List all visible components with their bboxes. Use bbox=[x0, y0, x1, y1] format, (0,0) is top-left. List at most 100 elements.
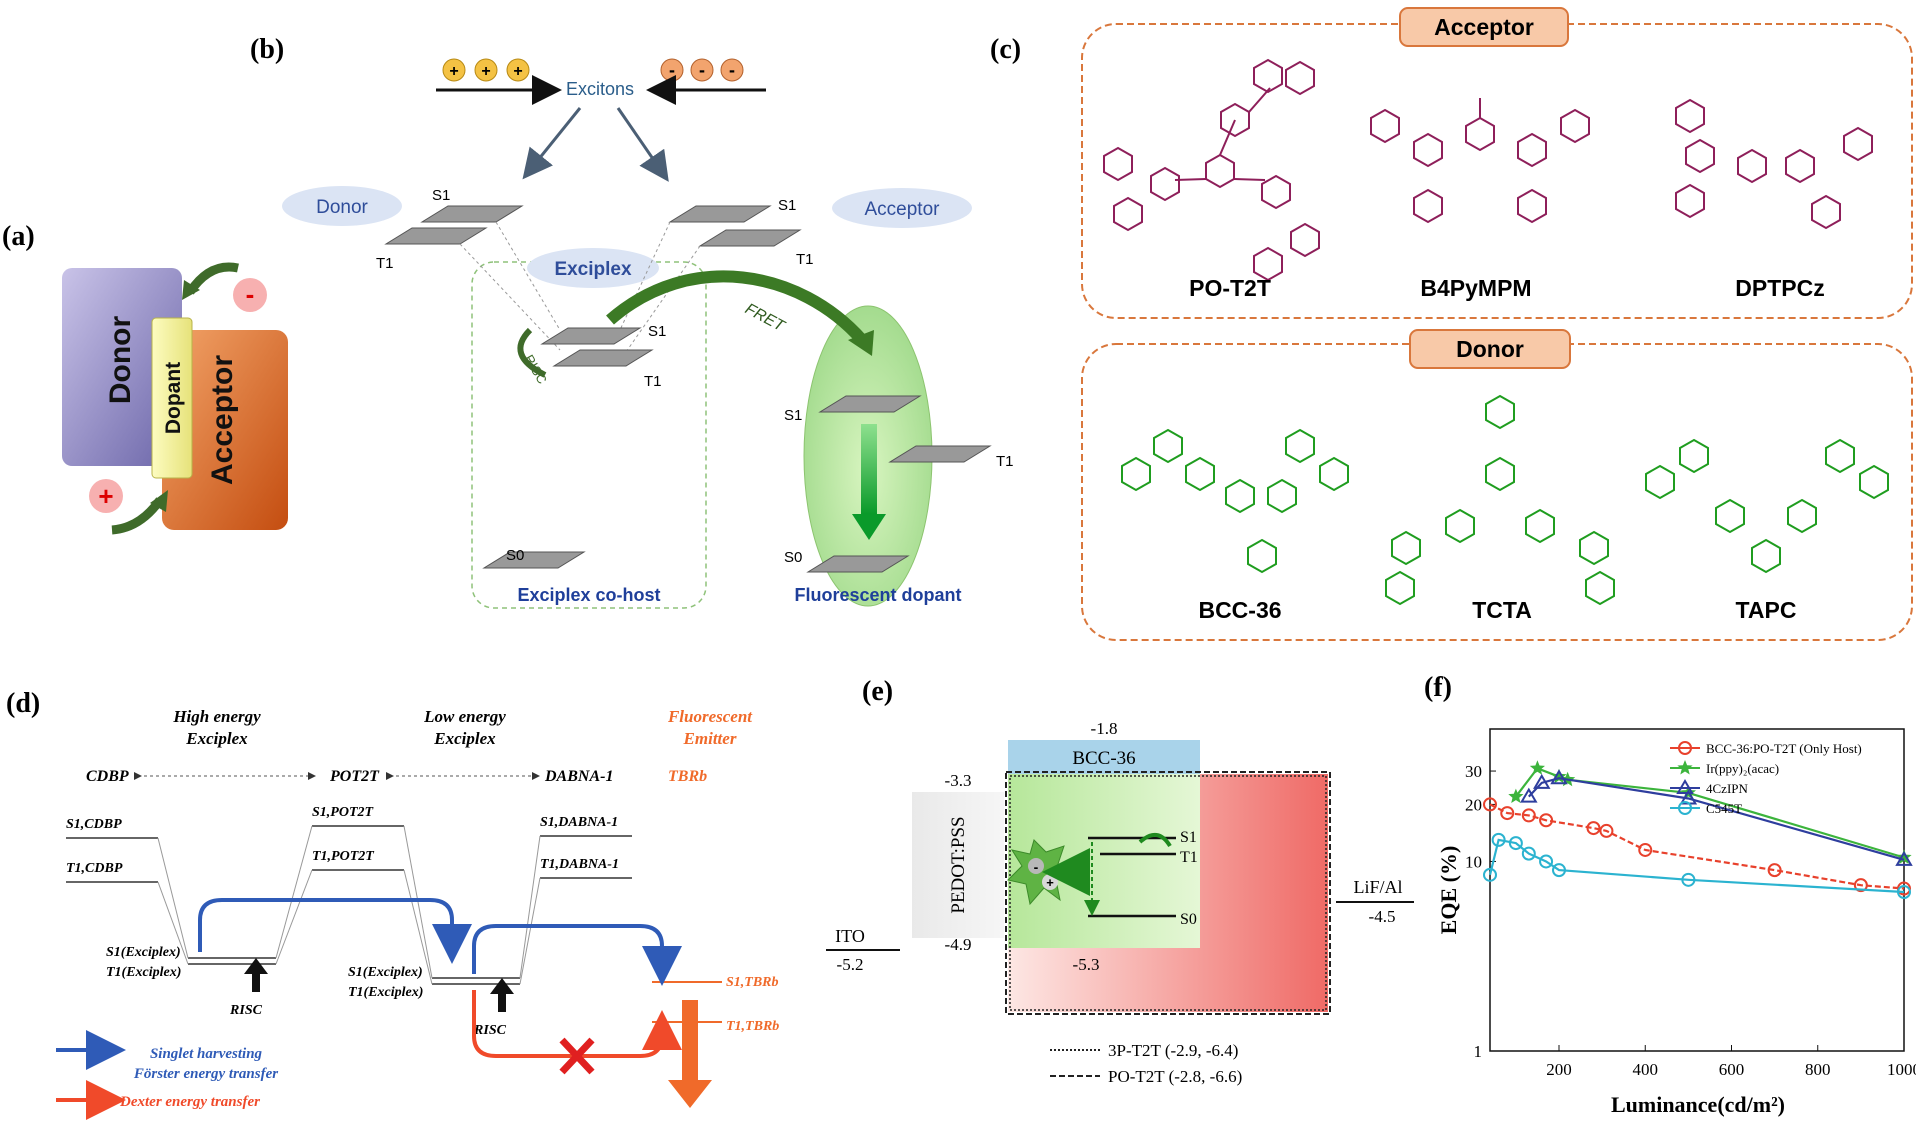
svg-text:+: + bbox=[449, 63, 458, 80]
exciplex-cohost-label: Exciplex co-host bbox=[517, 585, 660, 605]
acceptor-name-2: B4PyMPM bbox=[1420, 275, 1531, 301]
s1-tbrb: S1,TBRb bbox=[726, 975, 779, 990]
homo-value: -5.3 bbox=[1073, 955, 1100, 974]
minus-charge bbox=[233, 278, 267, 312]
s1-dabna: S1,DABNA-1 bbox=[540, 815, 618, 830]
data-point bbox=[1896, 849, 1912, 864]
y-tick-label: 30 bbox=[1465, 762, 1482, 781]
exciplex-label: Exciplex bbox=[554, 259, 632, 280]
dopant-s0-level bbox=[806, 555, 910, 573]
exciplex-s0-level bbox=[482, 551, 586, 569]
data-point bbox=[1681, 872, 1696, 887]
emission-arrow bbox=[861, 424, 877, 514]
data-point bbox=[1586, 821, 1601, 836]
data-point bbox=[1508, 788, 1524, 803]
acceptor-s1-level bbox=[668, 205, 772, 223]
ito-value: -5.2 bbox=[837, 955, 864, 974]
legend-3p-t2t: 3P-T2T (-2.9, -6.4) bbox=[1108, 1041, 1238, 1060]
tapc-structure bbox=[1645, 438, 1889, 574]
electron-charges: - - - bbox=[660, 58, 744, 82]
svg-text:S1: S1 bbox=[784, 407, 802, 424]
data-point bbox=[1676, 779, 1694, 794]
pedot-top: -3.3 bbox=[945, 771, 972, 790]
panel-label-b: (b) bbox=[250, 34, 284, 65]
high-energy-line2: Exciplex bbox=[185, 729, 248, 748]
t1-pot2t: T1,POT2T bbox=[312, 849, 375, 864]
data-point bbox=[1895, 850, 1913, 866]
pedot-layer bbox=[912, 792, 1004, 938]
svg-text:+: + bbox=[481, 63, 490, 80]
donor-t1-level bbox=[384, 227, 488, 245]
svg-text:+: + bbox=[513, 63, 522, 80]
data-point bbox=[1552, 863, 1566, 878]
pot2t-label: POT2T bbox=[329, 768, 380, 785]
svg-text:S0: S0 bbox=[506, 547, 524, 564]
blue-transfer-2 bbox=[472, 924, 682, 986]
legend-po-t2t: PO-T2T (-2.8, -6.6) bbox=[1108, 1067, 1242, 1086]
chart-ticks: 20040060080010001102030 bbox=[1465, 762, 1916, 1079]
svg-text:S0: S0 bbox=[1180, 911, 1197, 928]
svg-text:S1: S1 bbox=[1180, 829, 1197, 846]
legend-label: BCC-36:PO-T2T (Only Host) bbox=[1706, 741, 1862, 756]
data-point bbox=[1520, 787, 1538, 803]
legend-blue-1: Singlet harvesting bbox=[150, 1046, 263, 1062]
panel-label-e: (e) bbox=[862, 676, 893, 707]
hole-charges: + + + bbox=[442, 58, 530, 82]
risc-high: RISC bbox=[229, 1003, 263, 1018]
acceptor-s1-text: S1 bbox=[778, 197, 796, 214]
risc-arrow-low bbox=[490, 978, 514, 1012]
acceptor-block bbox=[162, 330, 288, 530]
lif-text: LiF/Al bbox=[1353, 877, 1402, 897]
donor-s1-text: S1 bbox=[432, 187, 450, 204]
cdbp-label: CDBP bbox=[86, 768, 129, 785]
legend-red: Dexter energy transfer bbox=[119, 1094, 260, 1110]
acceptor-name-1: PO-T2T bbox=[1189, 275, 1271, 301]
fret-text: FRET bbox=[742, 301, 788, 336]
tbrb-emission-arrow bbox=[668, 1000, 712, 1108]
dopant-s1-level bbox=[818, 395, 922, 413]
pedot-text: PEDOT:PSS bbox=[948, 816, 969, 913]
s1-cdbp: S1,CDBP bbox=[66, 817, 122, 832]
donor-name-3: TAPC bbox=[1736, 597, 1797, 623]
panel-label-f: (f) bbox=[1424, 672, 1452, 703]
donor-name-1: BCC-36 bbox=[1198, 597, 1281, 623]
ito-text: ITO bbox=[835, 926, 865, 946]
t1-dabna: T1,DABNA-1 bbox=[540, 857, 619, 872]
legend-blue-2: Förster energy transfer bbox=[133, 1066, 278, 1082]
exciplex-s1-level bbox=[540, 327, 642, 345]
risc-arrow bbox=[517, 327, 547, 378]
s1-ex-high: S1(Exciplex) bbox=[106, 945, 181, 960]
data-point bbox=[1491, 832, 1506, 847]
s1-ex-low: S1(Exciplex) bbox=[348, 965, 423, 980]
data-point bbox=[1539, 813, 1554, 828]
svg-text:S1: S1 bbox=[648, 323, 666, 340]
panel-label-d: (d) bbox=[6, 688, 40, 719]
svg-text:-: - bbox=[699, 60, 705, 80]
donor-label: Donor bbox=[316, 197, 368, 218]
data-point bbox=[1500, 806, 1515, 821]
panel-c: (c) Acceptor Donor PO-T2T bbox=[990, 7, 1913, 641]
svg-text:S0: S0 bbox=[784, 549, 802, 566]
tcta-structure bbox=[1385, 394, 1615, 606]
emitter-line1: Fluorescent bbox=[667, 707, 753, 726]
3p-t2t-outline bbox=[1009, 775, 1327, 1011]
y-tick-label: 10 bbox=[1465, 852, 1482, 871]
risc-low: RISC bbox=[473, 1023, 507, 1038]
low-energy-line1: Low energy bbox=[423, 707, 506, 726]
s1-pot2t: S1,POT2T bbox=[312, 805, 375, 820]
fret-arrow bbox=[606, 270, 867, 344]
acceptor-title: Acceptor bbox=[1434, 14, 1534, 40]
legend-label: Ir(ppy)₂(acac) bbox=[1706, 761, 1779, 776]
data-point bbox=[1638, 842, 1653, 857]
blocked-cross bbox=[559, 1037, 595, 1075]
donor-name-2: TCTA bbox=[1472, 597, 1532, 623]
svg-text:-: - bbox=[669, 60, 675, 80]
data-point bbox=[1521, 808, 1536, 823]
donor-title-box bbox=[1409, 329, 1571, 369]
pedot-bottom: -4.9 bbox=[945, 935, 972, 954]
legend-label: 4CzIPN bbox=[1706, 781, 1749, 796]
chart-ylabel: EQE (%) bbox=[1436, 846, 1461, 935]
data-point bbox=[1678, 741, 1692, 755]
panel-e: (e) BCC-36 -1.8 PEDOT:PSS -3.3 -4.9 ITO … bbox=[826, 676, 1414, 1086]
tbrb-label: TBRb bbox=[668, 768, 707, 785]
